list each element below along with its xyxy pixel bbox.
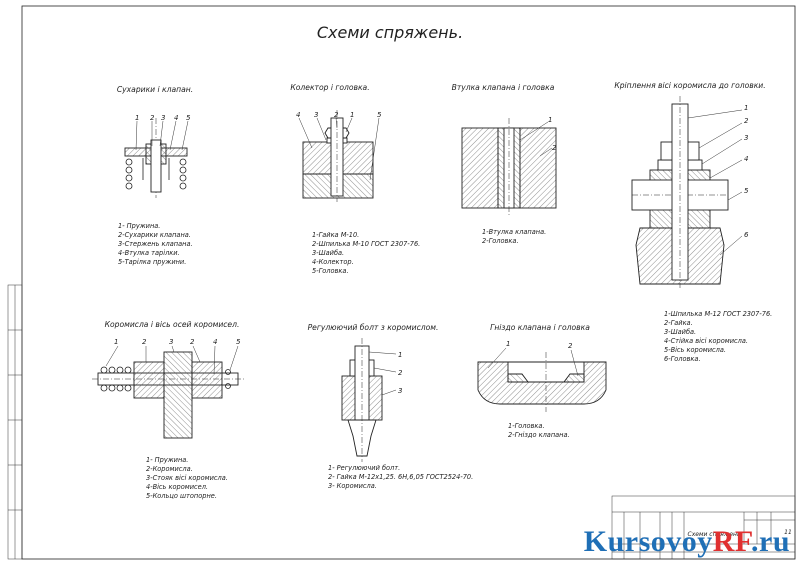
callout: 3 bbox=[314, 111, 318, 119]
callout: 4 bbox=[744, 155, 748, 163]
callout: 1 bbox=[350, 111, 354, 119]
diagram-title: Колектор і головка. bbox=[290, 83, 369, 92]
diagram-title: Сухарики і клапан. bbox=[117, 85, 193, 94]
watermark: KursovoyRF.ru bbox=[583, 525, 790, 558]
callout: 3 bbox=[744, 134, 748, 142]
callout: 2 bbox=[552, 144, 557, 152]
legend: 1-Втулка клапана. 2-Головка. bbox=[482, 228, 548, 245]
callout: 4 bbox=[213, 338, 217, 346]
diagram-title: Кріплення вісі коромисла до головки. bbox=[614, 81, 765, 90]
callout: 5 bbox=[186, 114, 191, 122]
diagram-manifold-head: Колектор і головка. 4 3 2 1 5 1-Гайка М-… bbox=[290, 83, 422, 275]
callout: 1 bbox=[114, 338, 118, 346]
valve-seat-right bbox=[563, 373, 585, 383]
callout: 1 bbox=[744, 104, 748, 112]
callout: 1 bbox=[135, 114, 139, 122]
legend: 1- Пружина. 2-Коромисла. 3-Стояк вісі ко… bbox=[146, 456, 230, 500]
diagram-rocker-shaft-mount: Кріплення вісі коромисла до головки. 1 2… bbox=[614, 81, 774, 363]
callout: 1 bbox=[548, 116, 552, 124]
legend: 1-Шпилька М-12 ГОСТ 2307-76. 2-Гайка. 3-… bbox=[664, 310, 774, 363]
callout: 2 bbox=[744, 117, 749, 125]
shaft-stand bbox=[163, 351, 193, 439]
rocker-right bbox=[191, 361, 223, 399]
diagram-title: Коромисла і вісь осей коромисел. bbox=[105, 320, 240, 329]
legend: 1-Головка. 2-Гніздо клапана. bbox=[508, 422, 570, 439]
valve-seat-left bbox=[507, 373, 529, 383]
title-block: Схеми спряжень 11 bbox=[611, 495, 796, 560]
diagram-rockers-shaft: Коромисла і вісь осей коромисел. 1 2 3 2… bbox=[92, 320, 244, 500]
title-block-sheet: 11 bbox=[784, 529, 792, 536]
callout: 3 bbox=[398, 387, 402, 395]
callout: 4 bbox=[296, 111, 300, 119]
diagram-title: Гніздо клапана і головка bbox=[490, 323, 590, 332]
legend: 1- Регулюючий болт. 2- Гайка М-12х1,25. … bbox=[328, 464, 475, 490]
legend: 1- Пружина. 2-Сухарики клапана. 3-Стерже… bbox=[118, 222, 195, 266]
page-title: Схеми спряжень. bbox=[317, 23, 463, 42]
head-left bbox=[461, 127, 499, 209]
diagram-valve-guide: Втулка клапана і головка 1 2 1-Втулка кл… bbox=[452, 83, 557, 245]
diagram-adjusting-bolt: Регулюючий болт з коромислом. 1 2 3 1- Р… bbox=[308, 323, 475, 490]
drawing-frame bbox=[21, 5, 796, 560]
callout: 2 bbox=[142, 338, 147, 346]
callout: 5 bbox=[744, 187, 749, 195]
callout: 6 bbox=[744, 231, 749, 239]
callout: 2 bbox=[568, 342, 573, 350]
legend: 1-Гайка М-10. 2-Шпилька М-10 ГОСТ 2307-7… bbox=[312, 231, 422, 275]
callout: 5 bbox=[236, 338, 241, 346]
callout: 3 bbox=[169, 338, 173, 346]
callout: 4 bbox=[174, 114, 178, 122]
callout: 2 bbox=[190, 338, 195, 346]
callout: 2 bbox=[150, 114, 155, 122]
diagram-title: Регулюючий болт з коромислом. bbox=[308, 323, 439, 332]
diagram-title: Втулка клапана і головка bbox=[452, 83, 555, 92]
callout: 3 bbox=[161, 114, 165, 122]
callout: 1 bbox=[506, 340, 510, 348]
head-right bbox=[519, 127, 557, 209]
callout: 2 bbox=[398, 369, 403, 377]
valve-stem bbox=[150, 139, 162, 193]
title-block-name: Схеми спряжень bbox=[688, 531, 741, 538]
diagram-valve-seat: Гніздо клапана і головка 1 2 1-Головка. … bbox=[477, 323, 607, 439]
callout: 5 bbox=[377, 111, 382, 119]
diagram-valve-keepers: Сухарики і клапан. 1 2 3 4 5 1- Пружина.… bbox=[117, 85, 195, 266]
callout: 1 bbox=[398, 351, 402, 359]
callout: 2 bbox=[334, 111, 339, 119]
rocker-left bbox=[133, 361, 165, 399]
